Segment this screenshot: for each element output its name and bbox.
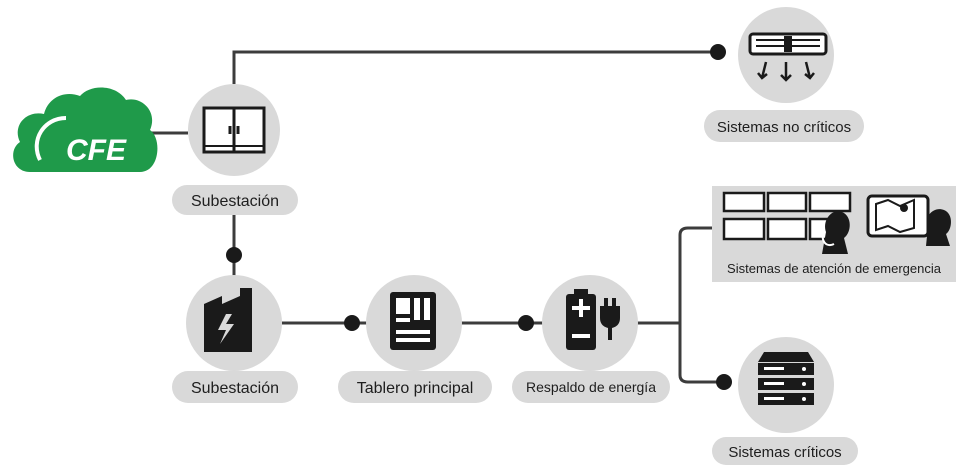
substation-bottom-label: Subestación	[191, 380, 279, 397]
operator-silhouette	[822, 211, 850, 254]
node-main-board: Tablero principal	[338, 275, 492, 403]
node-non-critical: Sistemas no críticos	[704, 7, 864, 142]
line-branch-critical	[678, 323, 724, 384]
cloud-shape	[13, 87, 158, 172]
factory-battery-icon	[204, 288, 252, 352]
line-branch-emergency	[678, 226, 712, 323]
cfe-logo-text: CFE	[66, 134, 127, 167]
critical-pill	[712, 437, 858, 465]
node-energy-backup: Respaldo de energía	[512, 275, 670, 403]
substation-bottom-pill	[172, 371, 298, 403]
panel-board-icon	[390, 292, 436, 350]
cloud-swoosh	[34, 116, 67, 161]
dot-substation-vertical	[226, 247, 242, 263]
dot-critical	[716, 374, 732, 390]
connector-lines	[152, 50, 724, 384]
dot-noncritical	[710, 44, 726, 60]
non-critical-label: Sistemas no críticos	[717, 119, 851, 136]
map-operator-icon	[866, 194, 951, 246]
non-critical-pill	[704, 110, 864, 142]
emergency-label: Sistemas de atención de emergencia	[727, 261, 942, 276]
node-critical: Sistemas críticos	[712, 337, 858, 465]
battery-plug-icon	[566, 289, 620, 350]
substation-top-label: Subestación	[191, 193, 279, 210]
dot-backup	[518, 315, 534, 331]
air-conditioner-icon	[748, 32, 828, 82]
main-board-pill	[338, 371, 492, 403]
substation-top-pill	[172, 185, 298, 215]
connector-dots	[226, 44, 732, 390]
energy-backup-label: Respaldo de energía	[526, 379, 656, 395]
line-substation-to-noncritical	[232, 50, 718, 84]
cfe-logo: CFE	[13, 87, 158, 172]
main-board-label: Tablero principal	[357, 380, 474, 397]
server-rack-icon	[758, 352, 814, 405]
monitors-operator-icon	[722, 191, 852, 254]
energy-backup-pill	[512, 371, 670, 403]
dot-board	[344, 315, 360, 331]
node-substation-bottom: Subestación	[172, 275, 298, 403]
cabinet-icon	[202, 106, 266, 154]
node-substation-top: Subestación	[172, 84, 298, 215]
node-emergency: Sistemas de atención de emergencia	[712, 186, 956, 282]
critical-label: Sistemas críticos	[728, 444, 841, 461]
